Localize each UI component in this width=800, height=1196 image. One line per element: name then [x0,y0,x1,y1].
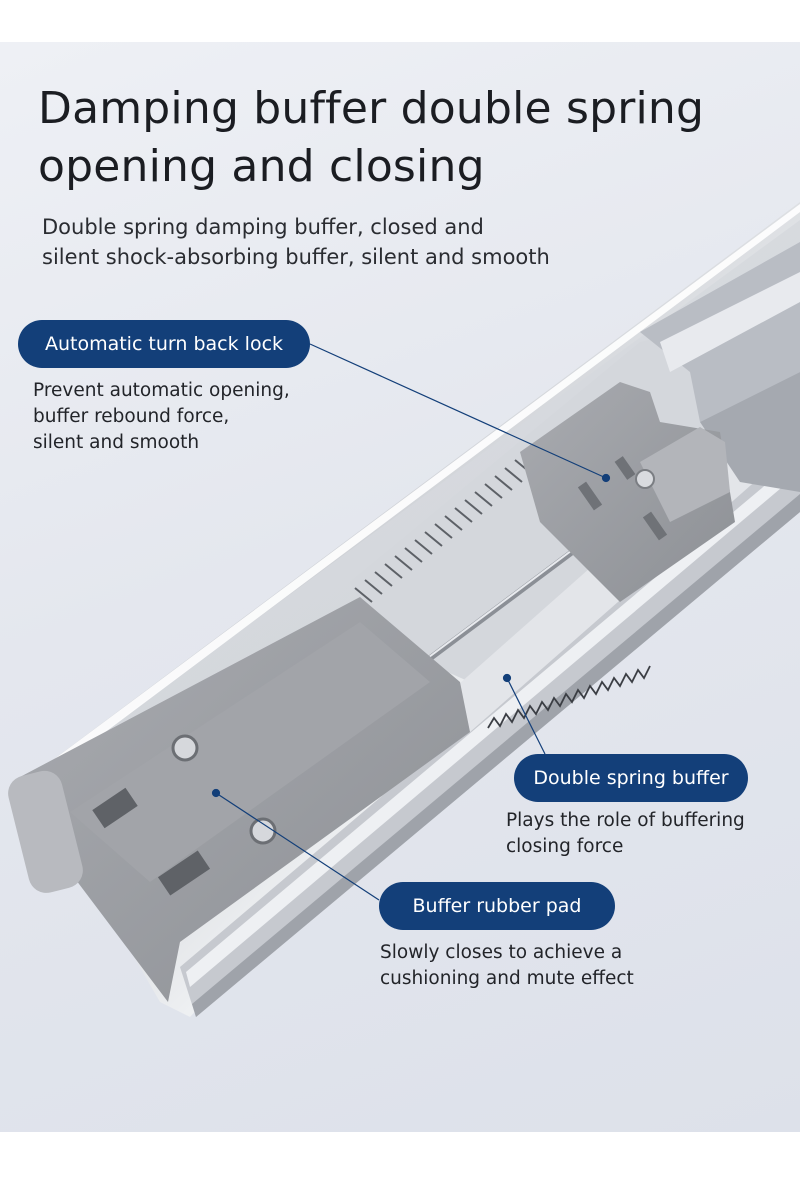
title-line-2: opening and closing [38,141,485,192]
auto-lock-desc-line-3: silent and smooth [33,432,200,453]
callout-leaders [211,343,611,901]
rubber-pad-desc-line-1: Slowly closes to achieve a [380,942,623,963]
double-spring-desc-line-2: closing force [506,836,624,857]
lock-block [520,382,735,602]
inner-metal-mechanism [640,242,800,492]
product-canvas: Damping buffer double spring opening and… [0,42,800,1132]
auto-lock-desc-line-2: buffer rebound force, [33,406,230,427]
rubber-pad-description: Slowly closes to achieve a cushioning an… [380,940,680,992]
page-subtitle: Double spring damping buffer, closed and… [42,212,642,272]
rubber-pad-block [8,597,470,1002]
long-spring [354,459,533,603]
subtitle-line-1: Double spring damping buffer, closed and [42,215,484,239]
page-title: Damping buffer double spring opening and… [38,80,758,196]
rubber-pad-label: Buffer rubber pad [379,882,615,930]
drawer-slide-illustration [8,202,800,1017]
buffer-spring [487,665,651,729]
title-line-1: Damping buffer double spring [38,83,705,134]
rubber-pad-desc-line-2: cushioning and mute effect [380,968,634,989]
auto-lock-description: Prevent automatic opening, buffer reboun… [33,378,333,456]
double-spring-desc-line-1: Plays the role of buffering [506,810,745,831]
auto-lock-desc-line-1: Prevent automatic opening, [33,380,290,401]
auto-lock-label: Automatic turn back lock [18,320,310,368]
double-spring-description: Plays the role of buffering closing forc… [506,808,776,860]
double-spring-label: Double spring buffer [514,754,748,802]
subtitle-line-2: silent shock-absorbing buffer, silent an… [42,245,550,269]
